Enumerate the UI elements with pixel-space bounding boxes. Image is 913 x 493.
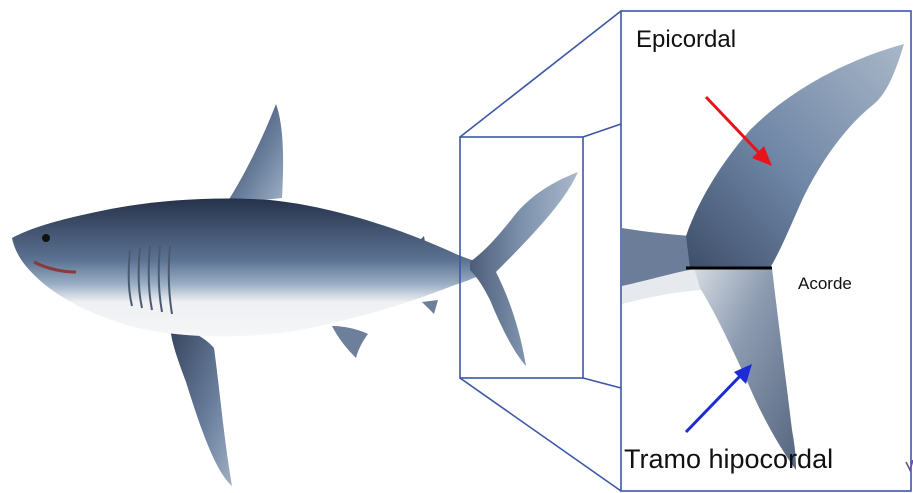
connector-bottom-left <box>460 378 621 491</box>
connector-top-right <box>583 124 621 137</box>
anal-fin <box>422 300 438 314</box>
caudal-fin <box>470 172 578 366</box>
pectoral-fin <box>170 322 232 486</box>
shark-body <box>12 199 494 337</box>
zoomed-caudal-fin <box>622 44 904 470</box>
label-acorde: Acorde <box>798 274 852 294</box>
upper-lobe <box>686 44 904 268</box>
shark-eye <box>42 234 50 242</box>
connector-bottom-right <box>583 378 621 388</box>
label-tramo-hipocordal: Tramo hipocordal <box>624 444 833 475</box>
pelvic-fin <box>332 326 368 358</box>
label-epicordal: Epicordal <box>636 26 736 54</box>
shark-illustration <box>12 104 578 486</box>
connector-top-left <box>460 11 621 137</box>
first-dorsal-fin <box>226 104 283 204</box>
corner-mark <box>906 460 913 470</box>
hipocordal-arrow <box>686 364 752 432</box>
